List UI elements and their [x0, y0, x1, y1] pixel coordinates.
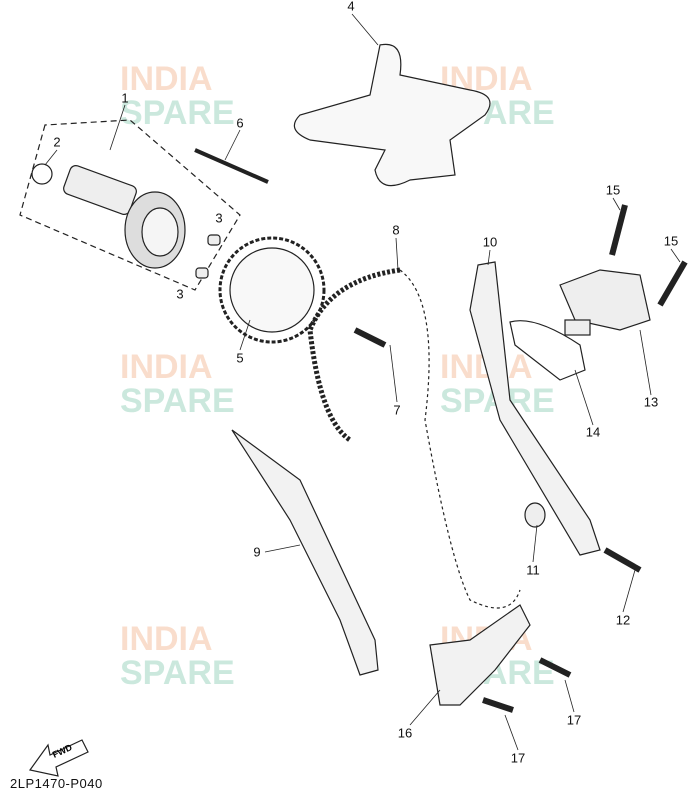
bolt — [657, 260, 688, 307]
bolt — [482, 697, 514, 713]
callout-17[interactable]: 17 — [510, 750, 526, 766]
camshaft — [63, 165, 186, 269]
callout-8[interactable]: 8 — [392, 222, 400, 238]
callout-10[interactable]: 10 — [482, 234, 498, 250]
tensioner-guide — [469, 261, 601, 556]
callout-14[interactable]: 14 — [585, 424, 601, 440]
bolt — [603, 547, 642, 573]
bolt — [538, 657, 572, 678]
callout-15[interactable]: 15 — [663, 233, 679, 249]
diagram-code: 2LP1470-P040 — [10, 776, 103, 791]
cam-chain — [307, 267, 401, 443]
assembly-outline — [19, 119, 241, 291]
callout-3[interactable]: 3 — [176, 286, 184, 302]
gasket — [509, 320, 586, 381]
shaft-pin — [194, 148, 269, 184]
callout-6[interactable]: 6 — [236, 115, 244, 131]
chain-guide — [231, 429, 379, 676]
callout-4[interactable]: 4 — [347, 0, 355, 14]
cam-plate — [293, 43, 491, 187]
callout-9[interactable]: 9 — [253, 544, 261, 560]
collar — [524, 502, 546, 528]
callout-17[interactable]: 17 — [566, 712, 582, 728]
callout-3[interactable]: 3 — [215, 210, 223, 226]
callout-16[interactable]: 16 — [397, 725, 413, 741]
callout-15[interactable]: 15 — [605, 182, 621, 198]
bolt — [609, 204, 628, 256]
callout-13[interactable]: 13 — [643, 394, 659, 410]
o-ring — [31, 163, 53, 185]
callout-11[interactable]: 11 — [526, 562, 540, 578]
callout-5[interactable]: 5 — [236, 350, 244, 366]
callout-2[interactable]: 2 — [53, 134, 61, 150]
fwd-arrow-icon — [28, 739, 89, 777]
callout-12[interactable]: 12 — [615, 612, 631, 628]
callout-1[interactable]: 1 — [121, 90, 129, 106]
cam-sprocket — [218, 236, 326, 344]
dowel-pin — [195, 267, 209, 279]
callout-7[interactable]: 7 — [393, 402, 401, 418]
bolt — [353, 327, 387, 348]
chain-guide-lower — [429, 604, 531, 706]
dowel-pin — [207, 234, 221, 246]
